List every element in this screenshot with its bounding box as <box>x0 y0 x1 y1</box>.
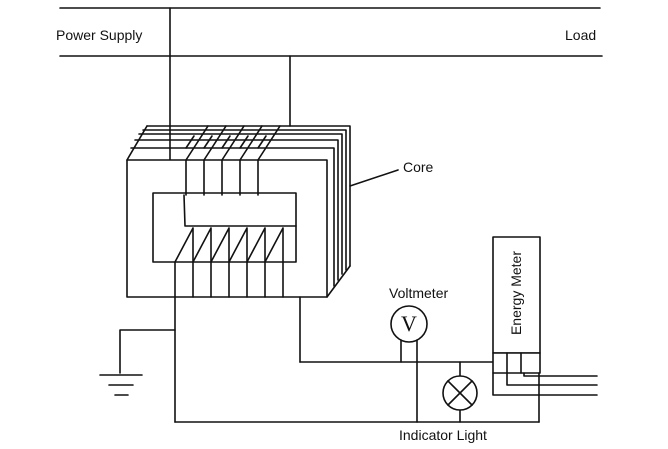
load-label: Load <box>565 27 597 43</box>
upper-winding <box>185 125 281 196</box>
primary-through-window <box>183 194 297 227</box>
energy-meter-box <box>492 236 541 354</box>
lower-winding <box>174 227 284 298</box>
energy-meter-label: Energy Meter <box>508 250 524 336</box>
core-label: Core <box>403 159 434 175</box>
ground-wire <box>119 329 176 374</box>
core-window <box>152 192 297 263</box>
meter-output-wire-lower <box>492 372 598 396</box>
energy-meter-terminal-block <box>492 352 541 374</box>
core-bottom-bevel <box>326 265 351 298</box>
indicator-light-label: Indicator Light <box>399 427 487 443</box>
core-laminations <box>126 125 351 287</box>
voltmeter-symbol: V <box>401 311 417 336</box>
meter-internal-wire <box>506 372 598 386</box>
meter-output-wire-upper <box>523 372 598 377</box>
voltmeter-label: Voltmeter <box>389 285 449 301</box>
voltmeter-icon <box>390 305 428 343</box>
core-leader-line <box>349 169 399 187</box>
ground-icon <box>99 374 143 396</box>
power-supply-label: Power Supply <box>56 27 143 43</box>
indicator-light-cross-b <box>447 380 473 406</box>
